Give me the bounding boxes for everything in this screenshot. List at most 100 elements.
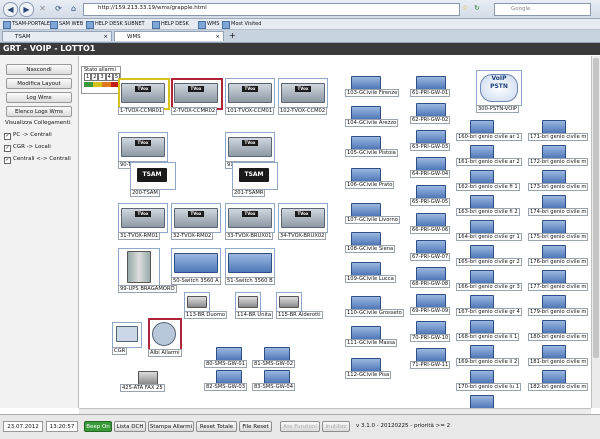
device-label: 101-TVOX-CCM01 [225, 107, 275, 115]
router-icon [216, 370, 242, 384]
bookmark-sam-web[interactable]: SAM WEB [50, 20, 83, 29]
router-icon [470, 270, 494, 284]
router-icon [264, 370, 290, 384]
router-icon [238, 296, 258, 308]
device-label: 169-bri genio civile li 2 [456, 358, 520, 366]
device-label: 165-bri genio civile gr 2 [456, 258, 522, 266]
device-label: CGR [112, 347, 128, 355]
bookmarks-bar: TSAM-PORTALE SAM WEB HELP DESK SUBNET HE… [0, 19, 600, 30]
device-label: 180-bri genio civile m [528, 333, 589, 341]
alarm-legend: Stato allarmi 1 2 3 4 5 [81, 66, 121, 94]
device-label: 425-ATA FAX 25 [120, 384, 165, 392]
device-label: 62-PRI-GW-02 [410, 116, 451, 124]
centrali-centrali-checkbox[interactable]: ✓Centrali <-> Centrali [4, 156, 71, 164]
router-icon [470, 295, 494, 309]
router-icon [416, 294, 446, 308]
router-icon [351, 136, 381, 150]
device-label: 166-bri genio civile gr 3 [456, 283, 522, 291]
reset-totale-button[interactable]: Reset Totale [196, 421, 237, 432]
home-icon[interactable]: ⌂ [70, 4, 77, 13]
router-icon [351, 296, 381, 310]
router-icon [542, 220, 566, 234]
device-label: 107-GCivile Livorno [345, 216, 400, 224]
stop-icon[interactable]: ⟳ [55, 4, 62, 13]
time-field: 13:20:57 [46, 421, 78, 432]
device-label: 68-PRI-GW-08 [410, 280, 451, 288]
close-icon[interactable]: × [103, 34, 108, 40]
alarm-level-4: 4 [105, 73, 113, 81]
search-input[interactable]: Google [494, 3, 591, 16]
stampa-allarmi-button[interactable]: Stampa Allarmi [148, 421, 194, 432]
router-icon [542, 245, 566, 259]
alarm-level-1: 1 [84, 73, 92, 81]
elenco-logs-button[interactable]: Elenco Logs Wms [6, 106, 72, 117]
file-reset-button[interactable]: File Reset [239, 421, 272, 432]
device-label: 174-bri genio civile m [528, 208, 589, 216]
pc-centrali-checkbox[interactable]: ✓PC -> Centrali [4, 132, 52, 140]
device-label: 106-GCivile Prato [345, 181, 395, 189]
checkbox-icon[interactable]: ✓ [4, 145, 11, 152]
device-label: 99-UPS BRAGAMORO [118, 285, 177, 293]
nascondi-button[interactable]: Nascondi [6, 64, 72, 75]
router-icon [470, 370, 494, 384]
router-icon [542, 370, 566, 384]
alarm-level-3: 3 [98, 73, 106, 81]
router-icon [542, 295, 566, 309]
tab-tsam[interactable]: TSAM × [2, 31, 112, 41]
router-icon [416, 321, 446, 335]
funzioni-button[interactable]: Ass Funzioni [280, 421, 320, 432]
device-label: 160-bri genio civile ar 1 [456, 133, 522, 141]
bookmark-wms[interactable]: WMS [198, 20, 219, 29]
device-label: 82-SMS-GW-03 [204, 383, 248, 391]
close-icon[interactable]: × [215, 34, 220, 40]
bookmark-help-desk[interactable]: HELP DESK [152, 20, 189, 29]
modifica-layout-button[interactable]: Modifica Layout [6, 78, 72, 89]
router-icon [416, 213, 446, 227]
device-label: 163-bri genio civile fi 2 [456, 208, 520, 216]
device-label: 171-bri genio civile m [528, 133, 589, 141]
router-icon [542, 195, 566, 209]
router-icon [264, 347, 290, 361]
bookmark-most-visited[interactable]: Most Visited [222, 20, 261, 29]
reload-icon[interactable]: ✕ [39, 4, 46, 13]
beep-on-button[interactable]: Beep On [84, 421, 112, 432]
checkbox-icon[interactable]: ✓ [4, 157, 11, 164]
device-label: 300-PSTN-VOIP [476, 105, 520, 113]
log-wms-button[interactable]: Log Wms [6, 92, 72, 103]
router-icon [416, 76, 446, 90]
lista-dch-button[interactable]: Lista DCH [114, 421, 146, 432]
alarm-legend-title: Stato allarmi [84, 67, 116, 73]
url-bar[interactable]: http://159.213.33.19/wms/grapple.html [83, 3, 460, 16]
cgr-locali-checkbox[interactable]: ✓CGR -> Locali [4, 144, 51, 152]
device-label: 66-PRI-GW-06 [410, 226, 451, 234]
computer-icon [116, 326, 138, 342]
tab-wms[interactable]: WMS × [114, 31, 224, 41]
checkbox-icon[interactable]: ✓ [4, 133, 11, 140]
scroll-thumb[interactable] [593, 58, 599, 358]
tab-label: TSAM [15, 34, 31, 40]
device-label: 170-bri genio civile lu 1 [456, 383, 522, 391]
inutilizz-button[interactable]: Inutilizz [322, 421, 350, 432]
server-icon: TVox [281, 83, 325, 103]
refresh-icon[interactable]: ↻ [474, 4, 480, 12]
new-tab-icon[interactable]: + [229, 31, 236, 40]
server-icon: TVox [174, 208, 218, 228]
bookmark-help-desk-subnet[interactable]: HELP DESK SUBNET [86, 20, 145, 29]
router-icon [351, 203, 381, 217]
device-label: 102-TVOX-CCM02 [278, 107, 328, 115]
status-bar: 23.07.2012 13:20:57 Beep On Lista DCH St… [0, 414, 600, 439]
forward-icon[interactable]: ▶ [19, 2, 34, 17]
bookmark-tsam-portale[interactable]: TSAM-PORTALE [3, 20, 50, 29]
device-label: 115-BR Alderotti [276, 311, 323, 319]
horizontal-scrollbar[interactable] [79, 408, 591, 415]
router-icon [416, 103, 446, 117]
back-icon[interactable]: ◀ [3, 2, 18, 17]
device-label: 177-bri genio civile m [528, 283, 589, 291]
browser-toolbar: ◀ ▶ ✕ ⟳ ⌂ http://159.213.33.19/wms/grapp… [0, 0, 600, 19]
star-icon[interactable]: ☆ [462, 4, 469, 12]
router-icon [470, 170, 494, 184]
device-label: 61-PRI-GW-01 [410, 89, 451, 97]
vertical-scrollbar[interactable] [591, 56, 600, 408]
device-label: 167-bri genio civile gr 4 [456, 308, 522, 316]
